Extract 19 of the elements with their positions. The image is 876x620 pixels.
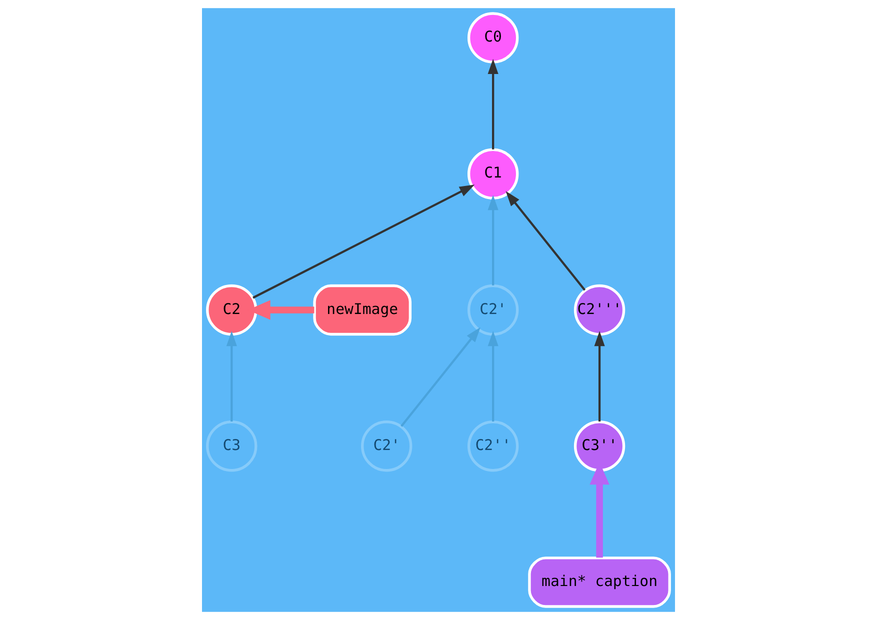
node-circle: C3 (206, 420, 257, 472)
node-circle: C2''' (573, 284, 625, 336)
arrow (487, 194, 498, 286)
arrow (487, 331, 498, 422)
node-circle: C2' (466, 284, 518, 336)
arrow (594, 331, 604, 422)
arrow (505, 191, 586, 291)
arrow (400, 327, 480, 427)
node-circle: C2' (360, 420, 412, 472)
arrow (252, 184, 474, 299)
arrow (226, 331, 236, 422)
node-box: main* caption (528, 556, 670, 608)
node-circle: C3'' (573, 420, 625, 472)
arrow (487, 58, 498, 150)
node-circle: C2'' (466, 420, 518, 472)
node-box: newImage (312, 284, 412, 336)
node-circle: C0 (466, 12, 518, 64)
node-circle: C2 (206, 284, 257, 336)
node-circle: C1 (466, 148, 518, 200)
